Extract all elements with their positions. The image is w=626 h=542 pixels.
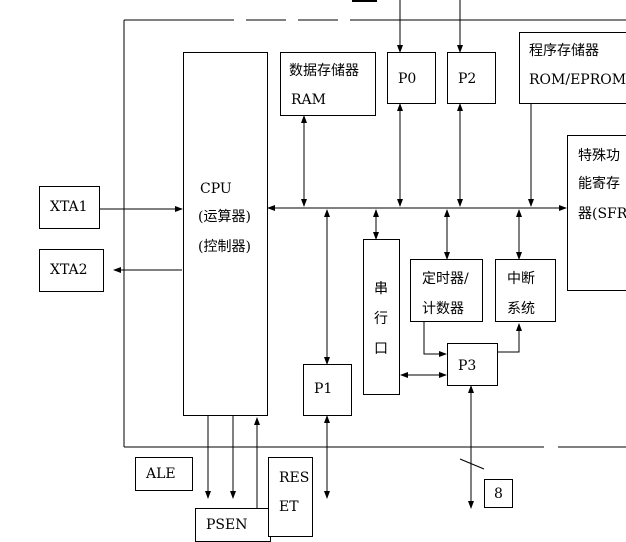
xta1-label: XTA1: [50, 199, 88, 215]
bus-width-box: 8: [484, 479, 513, 508]
xta1-block: XTA1: [39, 186, 100, 229]
p2-label: P2: [458, 71, 477, 87]
xta2-label: XTA2: [50, 262, 88, 278]
data-ram-label: 数据存储器: [289, 63, 359, 79]
sfr-label-2: 能寄存: [578, 176, 620, 192]
p0-block: P0: [387, 52, 436, 104]
psen-block: PSEN: [195, 508, 271, 542]
sfr-label-3: 器(SFR): [578, 206, 626, 222]
sfr-label-1: 特殊功: [578, 148, 620, 164]
xta2-block: XTA2: [39, 249, 104, 292]
bus-width-slash: [459, 458, 485, 470]
bus-width-label: 8: [494, 486, 503, 502]
p0-label: P0: [398, 71, 417, 87]
cpu-control-label: (控制器): [198, 239, 251, 255]
timer-counter-block: 定时器/ 计数器: [410, 259, 483, 322]
cpu-label: CPU: [200, 181, 232, 197]
sfr-block: 特殊功 能寄存 器(SFR): [567, 135, 626, 291]
serial-port-block: 串 行 口: [363, 239, 400, 395]
p1-label: P1: [314, 381, 333, 397]
reset-block: RES ET: [268, 457, 313, 537]
timer-p3-link: [423, 322, 447, 357]
counter-label: 计数器: [422, 301, 464, 317]
data-ram-block: 数据存储器 RAM: [280, 52, 376, 116]
ale-label: ALE: [146, 466, 176, 482]
reset-label-1: RES: [279, 470, 310, 486]
rom-sublabel: ROM/EPROM: [529, 72, 626, 88]
p1-block: P1: [303, 364, 352, 416]
serial-label-1: 串: [374, 281, 388, 297]
interrupt-label: 中断: [507, 271, 535, 287]
psen-label: PSEN: [206, 517, 248, 533]
data-ram-sublabel: RAM: [291, 92, 326, 108]
rom-label: 程序存储器: [529, 43, 599, 59]
serial-label-2: 行: [374, 311, 388, 327]
timer-label: 定时器/: [422, 271, 469, 287]
cpu-block: CPU (运算器) (控制器): [183, 52, 268, 416]
cpu-alu-label: (运算器): [198, 209, 251, 225]
interrupt-system-block: 中断 系统: [495, 259, 556, 322]
rom-block: 程序存储器 ROM/EPROM: [519, 32, 626, 104]
p2-block: P2: [447, 52, 496, 104]
p3-interrupt-link: [498, 323, 522, 353]
top-edge-mark: [352, 0, 377, 2]
system-label: 系统: [507, 301, 535, 317]
serial-label-3: 口: [374, 341, 388, 357]
p3-label: P3: [458, 358, 477, 374]
reset-label-2: ET: [279, 499, 299, 515]
ale-block: ALE: [135, 457, 193, 491]
block-diagram-lines: [100, 0, 626, 509]
p3-block: P3: [447, 343, 498, 386]
